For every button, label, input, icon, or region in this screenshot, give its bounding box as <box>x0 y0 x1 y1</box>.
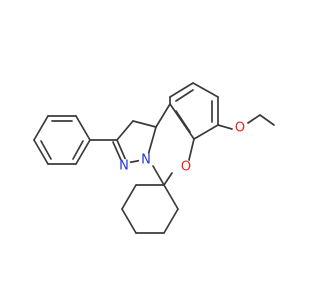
bond <box>217 124 233 130</box>
bond <box>163 184 179 210</box>
bond <box>163 172 173 186</box>
bond <box>33 139 49 165</box>
bond <box>116 120 134 141</box>
bond <box>75 139 91 165</box>
bond <box>163 208 179 234</box>
ethoxy-oxygen-label: O <box>235 121 245 136</box>
oxazine-ring <box>152 138 195 186</box>
atom-labels: O O N N <box>117 121 247 175</box>
ring-oxygen-label: O <box>181 160 191 175</box>
bond <box>75 115 91 141</box>
pyrazole-n-ring-label: N <box>141 153 151 168</box>
bond <box>155 103 171 128</box>
pyrazole-n-imine-atom: N <box>117 159 131 174</box>
bond <box>169 82 194 98</box>
ethoxy-group <box>217 114 275 130</box>
aromatic-inner-bond <box>175 89 194 102</box>
ring-oxygen-atom: O <box>179 160 193 175</box>
cyclohexane-ring <box>121 184 179 234</box>
bonds <box>33 82 275 234</box>
bond <box>132 120 157 128</box>
pyrazole-n-imine-label: N <box>119 159 129 174</box>
bond <box>193 124 219 140</box>
pyrazole-n-ring-atom: N <box>139 153 153 168</box>
bond <box>121 184 137 210</box>
bond <box>121 208 137 234</box>
phenyl-ring <box>33 115 91 165</box>
bond <box>187 138 195 165</box>
double-bond-c-n-inner <box>112 141 122 161</box>
bond <box>247 114 261 124</box>
bond <box>192 82 219 98</box>
fused-benzene-ring <box>155 82 219 140</box>
aromatic-inner-bond <box>175 110 191 133</box>
aromatic-inner-bond <box>72 140 84 160</box>
bond <box>259 114 275 126</box>
aromatic-inner-bond <box>40 140 52 160</box>
bond <box>33 115 49 141</box>
pyrazoline-ring <box>89 120 157 164</box>
ethoxy-oxygen-atom: O <box>233 121 247 136</box>
bond <box>152 165 165 186</box>
chemical-structure-diagram: O O N N <box>33 82 275 234</box>
